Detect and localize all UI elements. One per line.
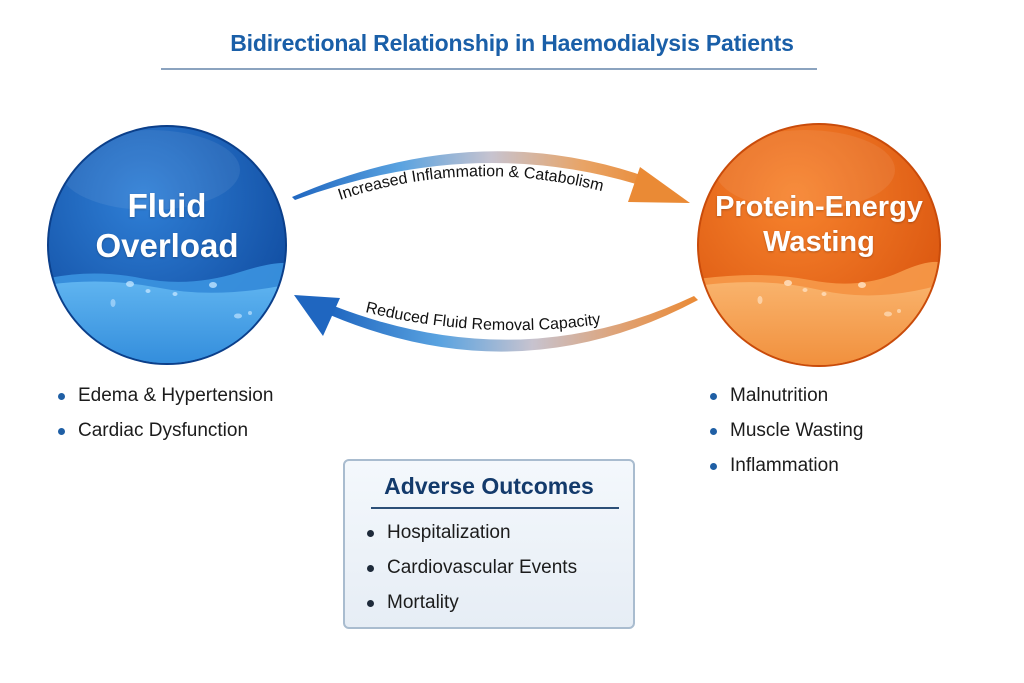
orange-droplet — [802, 288, 808, 292]
water-droplet — [234, 313, 242, 319]
bullet-icon — [58, 393, 65, 400]
wasting-gloss — [715, 130, 895, 210]
adverse-outcomes-box: Adverse Outcomes Hospitalization Cardiov… — [343, 459, 635, 629]
list-item: Edema & Hypertension — [56, 384, 273, 419]
orange-droplet — [757, 296, 763, 304]
orange-droplet — [897, 309, 901, 313]
bullet-icon — [58, 428, 65, 435]
fluid-overload-line1: Fluid — [127, 187, 207, 224]
orange-droplet — [784, 280, 792, 286]
fluid-overload-effects-list: Edema & Hypertension Cardiac Dysfunction — [56, 384, 273, 454]
orange-droplet — [884, 311, 892, 317]
list-item-text: Hospitalization — [387, 522, 511, 543]
fluid-wave-front — [49, 281, 285, 363]
bullet-icon — [367, 600, 374, 607]
adverse-outcomes-title: Adverse Outcomes — [384, 473, 594, 499]
list-item-text: Cardiac Dysfunction — [78, 420, 249, 441]
list-item: Hospitalization — [365, 521, 577, 556]
water-droplet — [209, 282, 217, 288]
list-item: Inflammation — [708, 454, 863, 489]
list-item-text: Mortality — [387, 592, 459, 613]
bullet-icon — [367, 530, 374, 537]
protein-energy-wasting-label: Protein-Energy Wasting — [704, 190, 934, 260]
wasting-line1: Protein-Energy — [715, 191, 923, 223]
orange-droplet — [821, 292, 827, 296]
water-droplet — [172, 292, 178, 296]
wasting-effects-list: Malnutrition Muscle Wasting Inflammation — [708, 384, 863, 489]
fluid-gloss — [60, 130, 240, 210]
diagram-title: Bidirectional Relationship in Haemodialy… — [230, 30, 794, 56]
water-droplet — [110, 299, 116, 307]
water-droplet — [248, 311, 252, 315]
top-arrow: Increased Inflammation & Catabolism — [292, 151, 690, 204]
bullet-icon — [710, 393, 717, 400]
title-divider — [161, 68, 817, 70]
fluid-overload-label: Fluid Overload — [67, 186, 267, 265]
bottom-arrow-head — [294, 295, 340, 336]
list-item-text: Cardiovascular Events — [387, 557, 578, 578]
top-arrow-head — [628, 167, 690, 203]
list-item-text: Edema & Hypertension — [78, 385, 274, 406]
list-item: Muscle Wasting — [708, 419, 863, 454]
bullet-icon — [367, 565, 374, 572]
adverse-outcomes-divider — [371, 507, 619, 509]
list-item-text: Malnutrition — [730, 385, 829, 406]
top-arrow-shaft — [292, 151, 655, 200]
list-item: Cardiac Dysfunction — [56, 419, 273, 454]
bottom-arrow-shaft — [330, 296, 698, 352]
bullet-icon — [710, 463, 717, 470]
list-item: Malnutrition — [708, 384, 863, 419]
list-item-text: Muscle Wasting — [730, 420, 864, 441]
bottom-arrow: Reduced Fluid Removal Capacity — [294, 295, 698, 352]
adverse-outcomes-list: Hospitalization Cardiovascular Events Mo… — [365, 521, 577, 626]
wasting-line2: Wasting — [763, 225, 875, 258]
water-droplet — [126, 281, 134, 287]
water-droplet — [145, 289, 151, 293]
list-item: Cardiovascular Events — [365, 556, 577, 591]
orange-droplet — [858, 282, 866, 288]
list-item: Mortality — [365, 591, 577, 626]
bullet-icon — [710, 428, 717, 435]
list-item-text: Inflammation — [730, 455, 839, 476]
fluid-overload-line2: Overload — [95, 226, 239, 264]
